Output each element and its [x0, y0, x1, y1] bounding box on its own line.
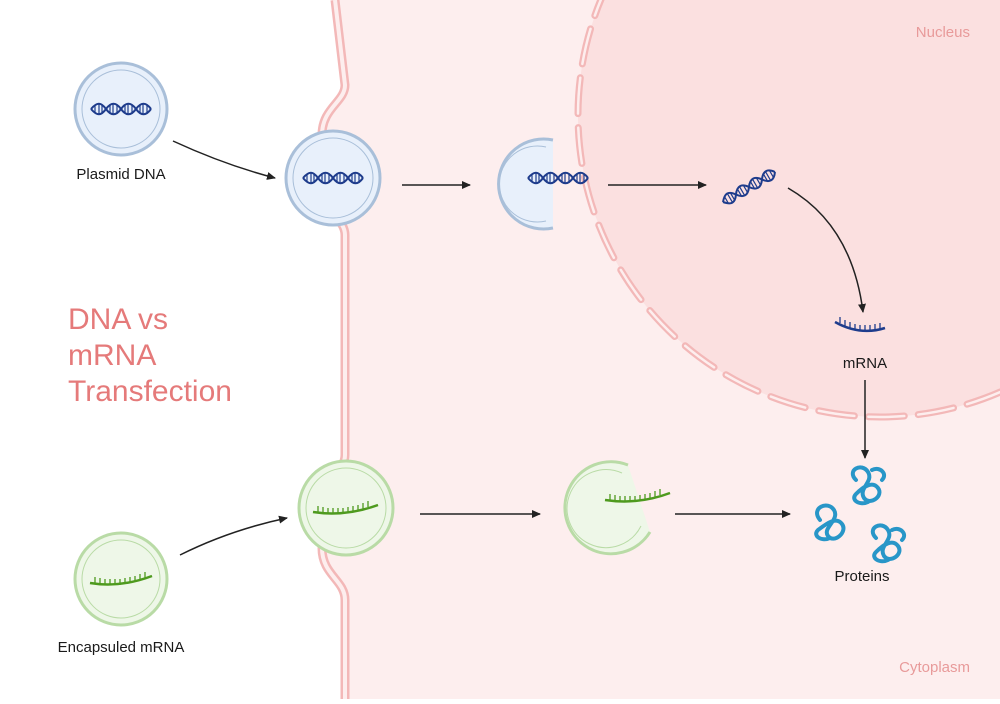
- encapsuled-mrna-vesicle: [73, 531, 169, 627]
- cytoplasm-label: Cytoplasm: [899, 659, 970, 676]
- nucleus: [578, 0, 1000, 417]
- mrna-strand-icon: [604, 489, 671, 503]
- dna-vesicle-endocytosis: [284, 129, 382, 227]
- mrna-strand-icon: [89, 572, 153, 586]
- diagram-title-line-2: mRNA: [68, 339, 156, 372]
- mrna-strand-icon: [312, 501, 379, 515]
- arrow-mrna-to-membrane: [179, 515, 288, 556]
- plasmid-dna-vesicle: [73, 61, 169, 157]
- diagram-title-line-1: DNA vs: [68, 303, 168, 336]
- dna-vesicle-release: [497, 137, 589, 231]
- nuclear-dna-helix-icon: [722, 169, 776, 205]
- plasmid-dna-label: Plasmid DNA: [76, 166, 165, 183]
- dna-helix-icon: [302, 171, 364, 185]
- dna-helix-icon: [90, 102, 152, 116]
- mrna-label: mRNA: [843, 355, 887, 372]
- diagram-title-line-3: Transfection: [68, 375, 232, 408]
- proteins-label: Proteins: [834, 568, 889, 585]
- mrna-vesicle-release: [563, 460, 671, 556]
- arrow-transcription: [787, 187, 866, 313]
- nucleus-label: Nucleus: [916, 24, 970, 41]
- proteins-icon: [814, 465, 907, 564]
- mrna-vesicle-endocytosis: [297, 459, 395, 557]
- encapsuled-mrna-label: Encapsuled mRNA: [58, 639, 185, 656]
- mrna-strand-icon: [834, 317, 886, 333]
- dna-helix-icon: [527, 171, 589, 185]
- arrow-plasmid-to-membrane: [172, 140, 276, 180]
